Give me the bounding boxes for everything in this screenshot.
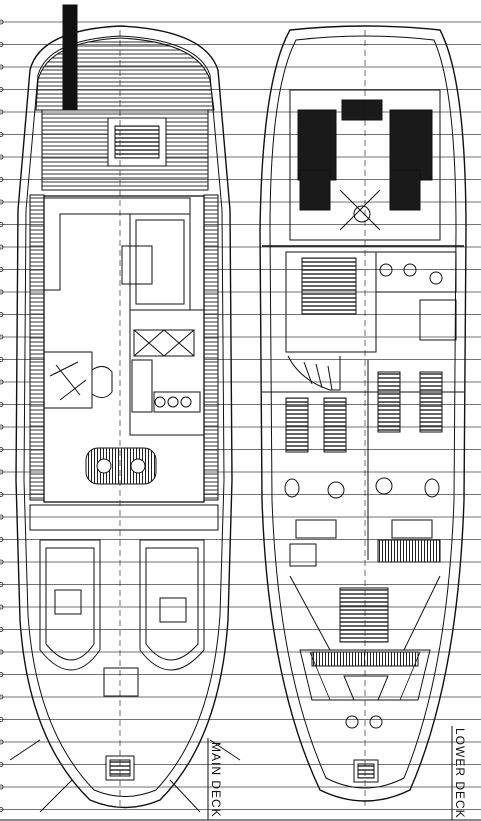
station-tick xyxy=(0,537,4,542)
lower-deck-hull-outline xyxy=(259,25,467,802)
guest-bed-1 xyxy=(285,397,309,453)
station-tick xyxy=(0,199,4,205)
station-tick xyxy=(0,627,4,632)
station-tick xyxy=(0,87,4,92)
station-tick xyxy=(0,222,4,227)
heads xyxy=(284,477,440,539)
station-tick xyxy=(0,514,4,520)
main-deck-plan xyxy=(9,4,241,813)
drawing-frame xyxy=(0,726,481,821)
main-deck-label: MAIN DECK xyxy=(209,742,223,818)
engine-room xyxy=(297,99,433,211)
station-tick xyxy=(0,379,4,385)
station-tick-marks xyxy=(0,19,4,812)
station-tick xyxy=(0,289,4,295)
guest-bed-4 xyxy=(419,371,443,433)
station-tick xyxy=(0,762,4,767)
guest-bed-2 xyxy=(323,397,347,453)
station-tick xyxy=(0,154,4,160)
station-tick xyxy=(0,807,4,812)
station-tick xyxy=(0,784,4,790)
station-tick xyxy=(0,109,4,115)
main-deck-hull-outline xyxy=(15,25,233,809)
tender-port xyxy=(39,539,101,671)
station-tick xyxy=(0,447,4,452)
station-tick xyxy=(0,267,4,272)
station-tick xyxy=(0,177,4,182)
lower-deck-plan xyxy=(259,25,467,810)
station-tick xyxy=(0,64,4,70)
station-tick xyxy=(0,604,4,610)
station-tick xyxy=(0,312,4,317)
station-tick xyxy=(0,492,4,497)
station-tick xyxy=(0,739,4,745)
station-tick xyxy=(0,672,4,677)
station-tick xyxy=(0,424,4,430)
station-tick xyxy=(0,357,4,362)
master-bed xyxy=(301,257,357,315)
station-tick xyxy=(0,582,4,587)
guest-bed-3 xyxy=(377,371,401,433)
lower-deck-label: LOWER DECK xyxy=(453,728,467,819)
station-tick xyxy=(0,469,4,475)
station-tick xyxy=(0,559,4,565)
station-tick xyxy=(0,694,4,700)
station-tick xyxy=(0,42,4,47)
station-tick xyxy=(0,19,4,25)
station-tick xyxy=(0,334,4,340)
tender-starboard xyxy=(139,539,205,671)
stern-teak-deck xyxy=(35,37,215,111)
forward-bed xyxy=(339,587,389,643)
station-tick xyxy=(0,402,4,407)
exhaust-stack xyxy=(62,4,78,111)
station-tick xyxy=(0,649,4,655)
dining-table xyxy=(85,447,157,485)
lower-stairs xyxy=(287,355,341,391)
station-tick xyxy=(0,244,4,250)
station-tick xyxy=(0,717,4,722)
station-tick xyxy=(0,132,4,137)
galley xyxy=(129,309,205,436)
